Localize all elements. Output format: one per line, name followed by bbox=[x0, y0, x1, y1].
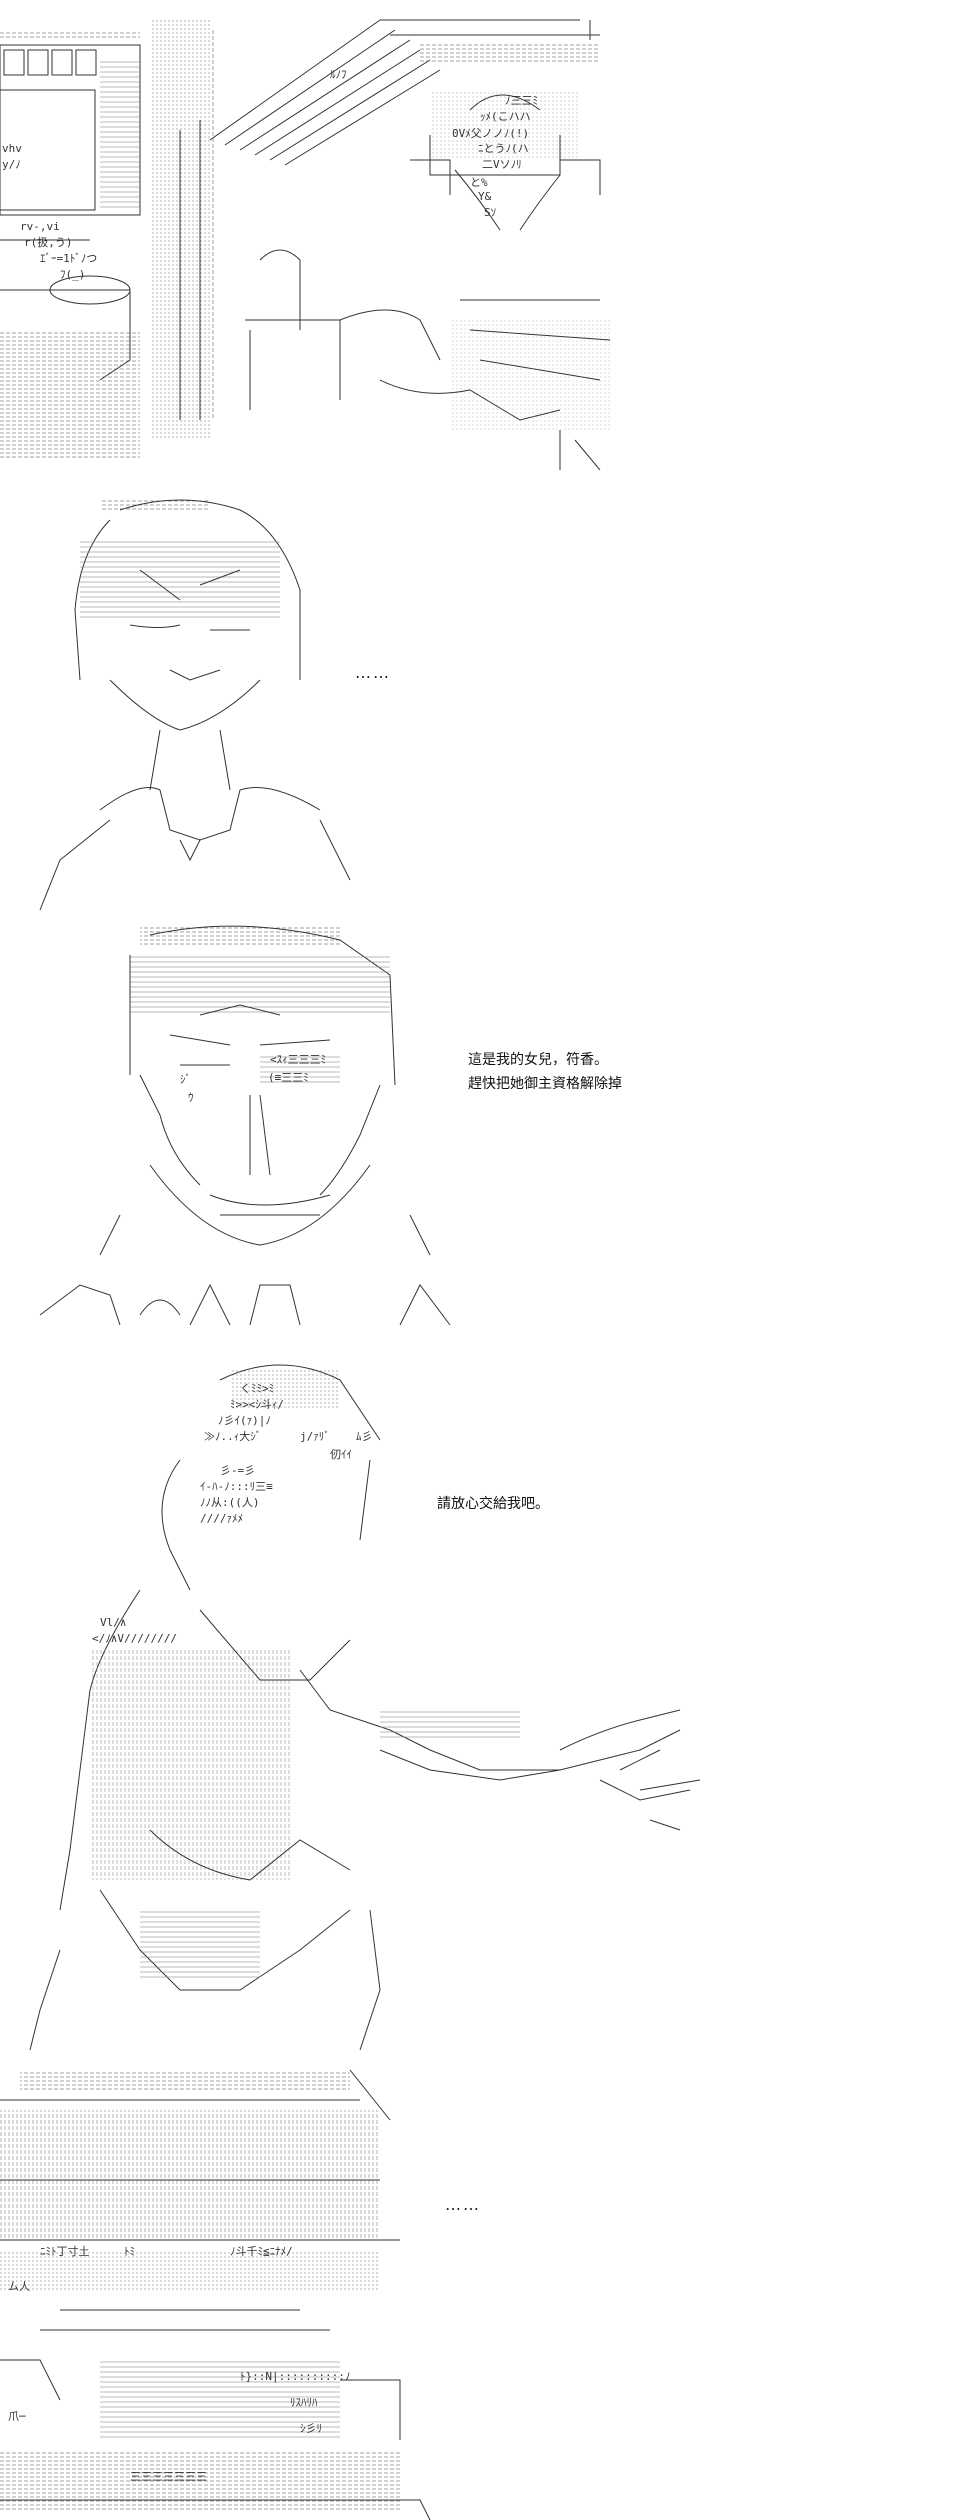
aa-fragment: ﾌ(_) bbox=[60, 268, 85, 281]
panel-last: ﾆﾐﾄ丁寸土 ﾄﾐ ﾉ斗千ﾐ≦ﾆﾅﾒ/ ム人 爪─ 三三三三三三三 ﾄ}::N|… bbox=[0, 2060, 969, 2520]
aa-fragment: 二Vソﾉﾘ bbox=[482, 158, 522, 171]
last-panel-art: ﾆﾐﾄ丁寸土 ﾄﾐ ﾉ斗千ﾐ≦ﾆﾅﾒ/ ム人 爪─ 三三三三三三三 ﾄ}::N|… bbox=[0, 2069, 431, 2520]
aa-fragment: ﾉ斗千ﾐ≦ﾆﾅﾒ/ bbox=[230, 2245, 293, 2258]
pointing-man-caption: 請放心交給我吧。 bbox=[437, 1496, 549, 1512]
aa-fragment: と% bbox=[470, 176, 488, 189]
aa-fragment: ≫ﾉ..ｨ大ｼﾞ bbox=[204, 1429, 261, 1443]
aa-fragment: ｲ-ﾊ-ﾉ:::ﾘ三≡ bbox=[200, 1480, 273, 1493]
aa-fragment: ﾉ三三ﾐ bbox=[505, 94, 538, 107]
aa-fragment: <ｽｨ三三三ﾐ bbox=[270, 1053, 326, 1066]
aa-fragment: 彡-=彡 bbox=[220, 1464, 255, 1477]
old-man-art: <ｽｨ三三三ﾐ (≡三三ﾐ ｼﾞ ｳ bbox=[39, 925, 451, 1326]
aa-fragment: ﾑ彡 bbox=[356, 1430, 373, 1443]
aa-fragment: 0Vﾒ父ノノﾉ(!) bbox=[452, 127, 529, 140]
aa-fragment: ｯﾒ(こハハ bbox=[480, 110, 531, 123]
panel-old-man: <ｽｨ三三三ﾐ (≡三三ﾐ ｼﾞ ｳ 這是我的女兒，符香。 趕快把她御主資格解除… bbox=[0, 915, 969, 1335]
aa-fragment: rv-,vi bbox=[20, 220, 60, 233]
aa-fragment: 爪─ bbox=[8, 2410, 26, 2423]
aa-fragment: ｴﾞｰ=1ﾄﾞﾉつ bbox=[40, 252, 97, 265]
old-man-caption-line1: 這是我的女兒，符香。 bbox=[468, 1052, 608, 1068]
aa-fragment: ﾙﾉﾌ bbox=[330, 68, 347, 81]
aa-fragment: ﾆとうﾉ(ハ bbox=[478, 142, 529, 155]
pointing-man-art: くﾐﾐ>ﾐ ﾐ>><ｼ斗ｨ/ ﾉ彡ｲ(ｧ)|ﾉ ≫ﾉ..ｨ大ｼﾞ j/ｧﾘﾞ ﾑ… bbox=[29, 1364, 701, 2050]
aa-fragment: くﾐﾐ>ﾐ bbox=[240, 1382, 274, 1395]
aa-fragment: (≡三三ﾐ bbox=[268, 1071, 309, 1084]
aa-fragment: ｼﾞ bbox=[180, 1073, 191, 1086]
last-panel-ellipsis: …… bbox=[445, 2195, 481, 2214]
aa-fragment: ﾄﾐ bbox=[124, 2245, 135, 2258]
aa-fragment: ﾄ}::N|::::::::::ﾉ bbox=[240, 2370, 350, 2383]
old-man-caption-line2: 趕快把她御主資格解除掉 bbox=[468, 1076, 622, 1092]
aa-fragment: </ﾉ∧V//////// bbox=[92, 1632, 177, 1645]
aa-fragment: ////ｧﾒﾒ bbox=[200, 1512, 243, 1525]
aa-fragment: ム人 bbox=[8, 2280, 30, 2293]
aa-fragment: 三三三三三三三 bbox=[130, 2470, 207, 2483]
aa-fragment: j/ｧﾘﾞ bbox=[300, 1430, 330, 1443]
panel-pointing-man: くﾐﾐ>ﾐ ﾐ>><ｼ斗ｨ/ ﾉ彡ｲ(ｧ)|ﾉ ≫ﾉ..ｨ大ｼﾞ j/ｧﾘﾞ ﾑ… bbox=[0, 1350, 969, 2050]
aa-fragment: 仞ｲｲ bbox=[330, 1448, 352, 1461]
aa-fragment: y/ﾉ bbox=[2, 158, 21, 171]
girl-ellipsis: …… bbox=[355, 663, 391, 682]
aa-fragment: ﾉ彡ｲ(ｧ)|ﾉ bbox=[218, 1414, 271, 1427]
aa-fragment: Y& bbox=[478, 190, 492, 203]
aa-fragment: ﾘｽﾊﾘﾊ bbox=[290, 2396, 318, 2409]
aa-fragment: Sｿ bbox=[484, 206, 496, 219]
panel-street-scene: ﾉ三三ﾐ ｯﾒ(こハハ 0Vﾒ父ノノﾉ(!) ﾆとうﾉ(ハ 二Vソﾉﾘ と% Y… bbox=[0, 0, 969, 470]
street-scene-art: ﾉ三三ﾐ ｯﾒ(こハハ 0Vﾒ父ノノﾉ(!) ﾆとうﾉ(ハ 二Vソﾉﾘ と% Y… bbox=[0, 19, 611, 470]
aa-fragment: ｼ彡ﾘ bbox=[300, 2422, 322, 2435]
aa-fragment: ﾉﾉ从:((人) bbox=[200, 1496, 260, 1509]
aa-fragment: r(扱,う) bbox=[24, 235, 73, 249]
aa-fragment: ﾐ>><ｼ斗ｨ/ bbox=[230, 1398, 284, 1411]
aa-fragment: Vl/∧ bbox=[100, 1616, 127, 1629]
aa-fragment: ｳ bbox=[188, 1091, 194, 1104]
aa-fragment: ﾆﾐﾄ丁寸土 bbox=[40, 2244, 90, 2258]
girl-art bbox=[39, 499, 351, 910]
aa-fragment: vhv bbox=[2, 142, 22, 155]
panel-girl-closeup: …… bbox=[0, 480, 969, 910]
